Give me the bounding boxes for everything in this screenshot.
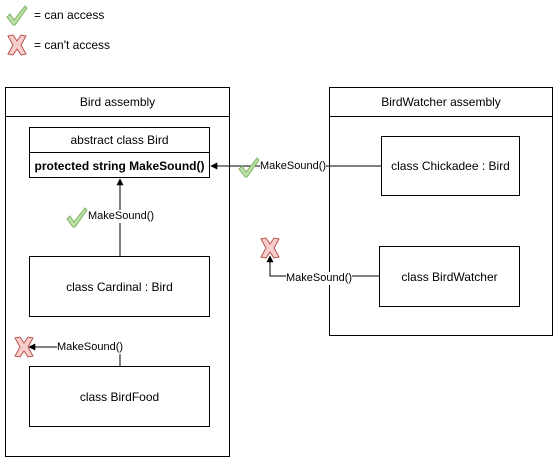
cross-icon (259, 237, 281, 259)
abstract-bird-header: abstract class Bird (30, 128, 209, 153)
cardinal-class: class Cardinal : Bird (29, 256, 210, 317)
cardinal-call-label: MakeSound() (88, 210, 155, 223)
cross-icon (13, 336, 35, 358)
birdwatcher-call-label: MakeSound() (286, 272, 353, 285)
abstract-bird-class: abstract class Bird protected string Mak… (29, 127, 210, 178)
chickadee-call-label: MakeSound() (260, 160, 327, 173)
legend-cant-access: = can't access (34, 38, 110, 52)
legend-can-access: = can access (34, 8, 105, 22)
check-icon (238, 157, 260, 179)
birdfood-call-label: MakeSound() (57, 341, 124, 354)
birdwatcher-class: class BirdWatcher (379, 246, 520, 307)
birdfood-class: class BirdFood (29, 366, 210, 427)
make-sound-method: protected string MakeSound() (34, 158, 205, 173)
bird-assembly-title: Bird assembly (6, 88, 229, 117)
birdwatcher-assembly-title: BirdWatcher assembly (330, 88, 552, 117)
check-icon (66, 207, 88, 229)
chickadee-class: class Chickadee : Bird (381, 136, 520, 196)
